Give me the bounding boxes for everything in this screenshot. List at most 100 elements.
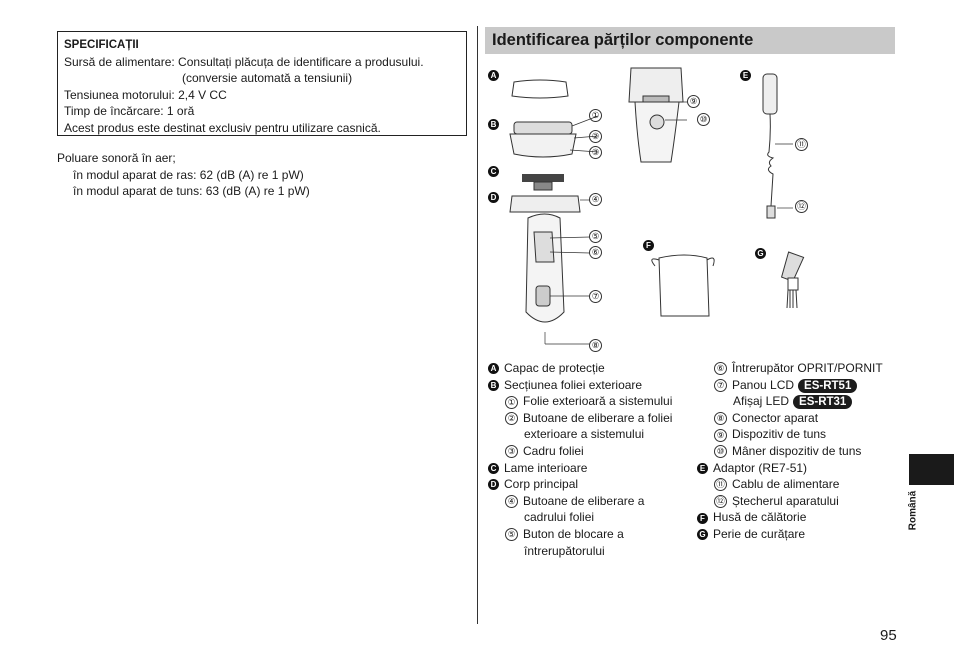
figure-number-8: ⑧ (589, 339, 602, 352)
part-label: exterioare a sistemului (524, 427, 645, 442)
figure-number-2: ② (589, 130, 602, 143)
main-body-illustration (509, 195, 591, 345)
part-label: Secțiunea foliei exterioare (504, 377, 643, 392)
part-label: Capac de protecție (504, 361, 605, 375)
protective-cap-illustration (511, 79, 569, 99)
part-label: Cablu de alimentare (732, 477, 840, 492)
parts_left-item: cadrului foliei (488, 509, 672, 526)
language-label: Română (907, 490, 919, 531)
part-label: Adaptor (RE7-51) (713, 460, 808, 475)
outer-foil-section-illustration (509, 115, 599, 158)
adapter-illustration (762, 73, 793, 219)
inner-blades-illustration (522, 174, 564, 191)
column-divider (477, 26, 478, 624)
travel-pouch-illustration (651, 254, 715, 317)
part-label: Ștecherul aparatului (732, 493, 839, 508)
part-letter-marker: F (697, 512, 708, 524)
part-letter-marker: C (488, 462, 499, 474)
part-label: Conector aparat (732, 410, 819, 425)
part-number-marker: ② (505, 412, 518, 426)
specifications-box: SPECIFICAȚII Sursă de alimentare: Consul… (57, 31, 467, 136)
spec-household-use: Acest produs este destinat exclusiv pent… (64, 120, 381, 135)
part-label: Corp principal (504, 477, 579, 492)
cleaning-brush-illustration (780, 251, 805, 309)
figure-number-11: ⑪ (795, 138, 808, 151)
parts_left-item: ① Folie exterioară a sistemului (488, 393, 672, 410)
part-number-marker: ① (505, 395, 518, 409)
figure-number-6: ⑥ (589, 246, 602, 259)
part-letter-marker: G (697, 529, 708, 541)
part-number-marker: ③ (505, 445, 518, 459)
part-label: Întrerupător OPRIT/PORNIT (732, 361, 883, 375)
figure-letter-c: C (488, 166, 499, 177)
spec-motor-voltage: Tensiunea motorului: 2,4 V CC (64, 87, 227, 102)
parts_right-item: E Adaptor (RE7-51) (697, 460, 883, 477)
trimmer-illustration (628, 67, 687, 163)
noise-shaver-mode: în modul aparat de ras: 62 (dB (A) re 1 … (73, 167, 304, 182)
part-number-marker: ⑧ (714, 412, 727, 426)
part-number-marker: ⑨ (714, 428, 727, 442)
part-label: Butoane de eliberare a foliei (523, 410, 673, 425)
part-number-marker: ⑪ (714, 478, 727, 492)
part-label: Perie de curățare (713, 526, 806, 541)
parts_right-item: ⑪ Cablu de alimentare (697, 476, 883, 493)
part-letter-marker: A (488, 363, 499, 375)
part-label: Mâner dispozitiv de tuns (732, 443, 862, 458)
figure-number-10: ⑩ (697, 113, 710, 126)
part-label: Panou LCD (732, 377, 795, 392)
figure-letter-g: G (755, 248, 766, 259)
noise-trimmer-mode: în modul aparat de tuns: 63 (dB (A) re 1… (73, 184, 310, 198)
part-letter-marker: D (488, 479, 499, 491)
part-label: Lame interioare (504, 460, 588, 475)
figure-letter-a: A (488, 70, 499, 81)
section-heading: Identificarea părților componente (485, 27, 895, 54)
parts_left-item: A Capac de protecție (488, 360, 672, 377)
figure-number-9: ⑨ (687, 95, 700, 108)
parts_right-item: ⑥ Întrerupător OPRIT/PORNIT (697, 360, 883, 377)
part-number-marker: ⑥ (714, 362, 727, 376)
part-label: Cadru foliei (523, 443, 584, 458)
language-tab-marker (909, 454, 954, 485)
figure-letter-b: B (488, 119, 499, 130)
spec-power-source: Sursă de alimentare: Consultați plăcuța … (64, 54, 424, 69)
parts_right-item: F Husă de călătorie (697, 509, 883, 526)
part-number-marker: ⑤ (505, 528, 518, 542)
parts_left-item: ④ Butoane de eliberare a (488, 493, 672, 510)
part-label: Folie exterioară a sistemului (523, 394, 673, 409)
figure-letter-d: D (488, 192, 499, 203)
parts_left-item: ③ Cadru foliei (488, 443, 672, 460)
spec-power-source-note: (conversie automată a tensiunii) (182, 71, 353, 86)
part-label: Buton de blocare a (523, 526, 624, 541)
part-number-marker: ⑦ (714, 378, 727, 392)
parts_right-item: ⑨ Dispozitiv de tuns (697, 426, 883, 443)
figure-number-7: ⑦ (589, 290, 602, 303)
parts_left-item: întrerupătorului (488, 543, 672, 560)
spec-charge-time: Timp de încărcare: 1 oră (64, 104, 195, 119)
page-number: 95 (880, 627, 897, 644)
part-label: Husă de călătorie (713, 510, 807, 525)
parts_right-item: G Perie de curățare (697, 526, 883, 543)
figure-number-5: ⑤ (589, 230, 602, 243)
part-number-marker: ④ (505, 495, 518, 509)
parts_left-item: exterioare a sistemului (488, 426, 672, 443)
figure-number-1: ① (589, 109, 602, 122)
part-label: cadrului foliei (524, 510, 595, 525)
noise-title: Poluare sonoră în aer; (57, 151, 176, 165)
noise-section: Poluare sonoră în aer; în modul aparat d… (57, 150, 310, 200)
part-label: Dispozitiv de tuns (732, 427, 827, 442)
parts_left-item: D Corp principal (488, 476, 672, 493)
part-label: Butoane de eliberare a (523, 493, 645, 508)
figure-number-4: ④ (589, 193, 602, 206)
part-label: întrerupătorului (524, 543, 605, 558)
figure-number-12: ⑫ (795, 200, 808, 213)
parts_left-item: ② Butoane de eliberare a foliei (488, 410, 672, 427)
figure-number-3: ③ (589, 146, 602, 159)
model-badge: ES-RT51 (798, 378, 858, 393)
part-letter-marker: E (697, 462, 708, 474)
